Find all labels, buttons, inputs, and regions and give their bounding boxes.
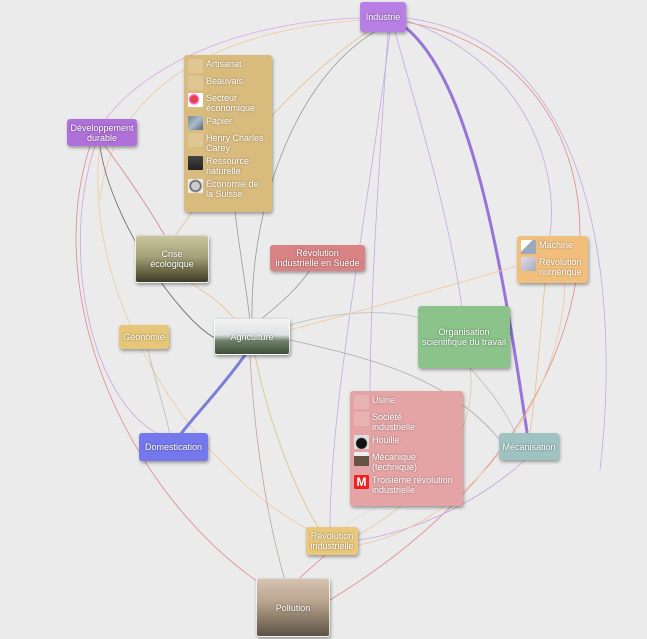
group-item-machine[interactable]: Machine xyxy=(521,240,584,254)
node-revolution-suede-label: Révolution industrielle en Suède xyxy=(275,248,360,268)
edge-agriculture-machine xyxy=(289,264,521,331)
group-item-henry-charles-carey[interactable]: Henry Charles Carey xyxy=(188,133,268,153)
edge-devdurable-revind xyxy=(97,145,321,536)
group-item-artisanat[interactable]: Artisanat xyxy=(188,59,268,73)
edge-agriculture-pollution xyxy=(249,354,286,581)
blank-icon xyxy=(188,76,203,90)
group-item-usine[interactable]: Usine xyxy=(354,395,459,409)
blank-icon xyxy=(354,395,369,409)
group-item-label: Machine xyxy=(539,240,574,250)
edge-devdurable-pollution xyxy=(75,145,271,591)
group-item-label: Révolution numérique xyxy=(539,257,582,277)
node-domestication-label: Domestication xyxy=(144,442,203,452)
node-mecanisation[interactable]: Mécanisation xyxy=(499,433,559,460)
node-geonomie-label: Géonomie xyxy=(123,332,165,342)
group-item-label: Houille xyxy=(372,435,400,445)
dark-image-icon xyxy=(188,156,203,170)
edge-agriculture-mecanisation xyxy=(289,339,501,441)
group-item-label: Papier xyxy=(206,116,233,126)
edge-numerique-revind xyxy=(357,282,566,546)
node-pollution-label: Pollution xyxy=(275,602,311,613)
group-item-label: Ressource naturelle xyxy=(206,156,250,176)
group-item-label: Secteur économique xyxy=(206,93,256,113)
group-item-revolution-numerique[interactable]: Révolution numérique xyxy=(521,257,584,277)
edge-agriculture-domestication xyxy=(178,353,247,437)
group-item-label: Artisanat xyxy=(206,59,242,69)
group-item-label: Troisième révolution industrielle xyxy=(372,475,453,495)
node-organisation-scientifique[interactable]: Organisation scientifique du travail xyxy=(418,306,510,368)
paper-icon xyxy=(188,116,203,130)
edge-industrie-left xyxy=(99,19,366,201)
blank-icon xyxy=(188,133,203,147)
edge-revind-pollution xyxy=(297,554,326,581)
node-geonomie[interactable]: Géonomie xyxy=(119,325,169,349)
edge-agriculture-suede xyxy=(259,269,311,321)
node-crise-ecologique-label: Crise écologique xyxy=(150,249,194,269)
edge-agriculture-revind xyxy=(254,354,321,531)
group-item-label: Henry Charles Carey xyxy=(206,133,264,153)
node-industrie[interactable]: Industrie xyxy=(360,2,406,32)
node-crise-ecologique[interactable]: Crise écologique xyxy=(135,235,209,283)
group-item-societe-industrielle[interactable]: Société industrielle xyxy=(354,412,459,432)
flower-icon xyxy=(188,93,203,107)
node-pollution[interactable]: Pollution xyxy=(256,578,330,637)
group-item-label: Société industrielle xyxy=(372,412,416,432)
edge-devdurable-domestication xyxy=(80,145,161,436)
node-organisation-label: Organisation scientifique du travail xyxy=(421,327,507,347)
machine-icon xyxy=(521,240,536,254)
node-revolution-suede[interactable]: Révolution industrielle en Suède xyxy=(270,245,365,271)
group-item-label: Beauvais xyxy=(206,76,244,86)
edge-geonomie-domestication xyxy=(147,349,171,436)
group-item-troisieme-revolution[interactable]: M Troisième révolution industrielle xyxy=(354,475,459,495)
blank-icon xyxy=(354,412,369,426)
group-item-ressource-naturelle[interactable]: Ressource naturelle xyxy=(188,156,268,176)
edge-industrie-devdurable xyxy=(104,17,366,121)
group-item-houille[interactable]: Houille xyxy=(354,435,459,449)
group-item-secteur-economique[interactable]: Secteur économique xyxy=(188,93,268,113)
mechanic-icon xyxy=(354,452,369,466)
group-item-label: Usine xyxy=(372,395,396,405)
group-item-economie-suisse[interactable]: Économie de la Suisse xyxy=(188,179,268,199)
group-item-label: Mécanique (technique) xyxy=(372,452,418,472)
coin-icon xyxy=(188,179,203,193)
edge-agriculture-crise xyxy=(189,281,236,321)
node-developpement-durable-label: Développement durable xyxy=(70,122,134,143)
edge-agriculture-topgroup xyxy=(234,211,251,321)
group-item-beauvais[interactable]: Beauvais xyxy=(188,76,268,90)
blank-icon xyxy=(188,59,203,73)
node-agriculture-label: Agriculture xyxy=(230,331,274,342)
topic-group-machine: Machine Révolution numérique xyxy=(517,236,588,283)
edge-devdurable-crise xyxy=(104,145,166,237)
edge-mecanisation-revind xyxy=(357,459,526,541)
edge-agriculture-organisation xyxy=(289,312,421,326)
node-industrie-label: Industrie xyxy=(365,12,401,22)
edge-organisation-mecanisation xyxy=(469,367,516,433)
edge-industrie-agriculture xyxy=(251,26,384,321)
edge-industrie-organisation xyxy=(394,31,463,309)
node-revolution-industrielle[interactable]: Révolution industrielle xyxy=(306,527,358,555)
edge-industrie-usine xyxy=(369,31,389,396)
node-domestication[interactable]: Domestication xyxy=(139,433,208,461)
topic-group-industrie: Usine Société industrielle Houille Mécan… xyxy=(350,391,463,506)
node-agriculture[interactable]: Agriculture xyxy=(214,318,290,355)
group-item-papier[interactable]: Papier xyxy=(188,116,268,130)
node-developpement-durable[interactable]: Développement durable xyxy=(67,119,137,146)
edge-industrie-machine xyxy=(404,19,552,237)
edge-industrie-right xyxy=(404,17,607,471)
coal-icon xyxy=(354,435,369,449)
edge-pinkgroup-revind xyxy=(344,504,381,529)
node-mecanisation-label: Mécanisation xyxy=(502,441,556,452)
digital-icon xyxy=(521,257,536,271)
group-item-mecanique[interactable]: Mécanique (technique) xyxy=(354,452,459,472)
metro-icon: M xyxy=(354,475,369,489)
edge-industrie-mecanisation xyxy=(403,25,529,434)
node-revolution-industrielle-label: Révolution industrielle xyxy=(310,531,354,551)
group-item-label: Économie de la Suisse xyxy=(206,179,259,199)
edge-industrie-revind xyxy=(329,31,391,531)
edge-machine-mecanisation xyxy=(529,282,546,433)
topic-group-economie: Artisanat Beauvais Secteur économique Pa… xyxy=(184,55,272,212)
